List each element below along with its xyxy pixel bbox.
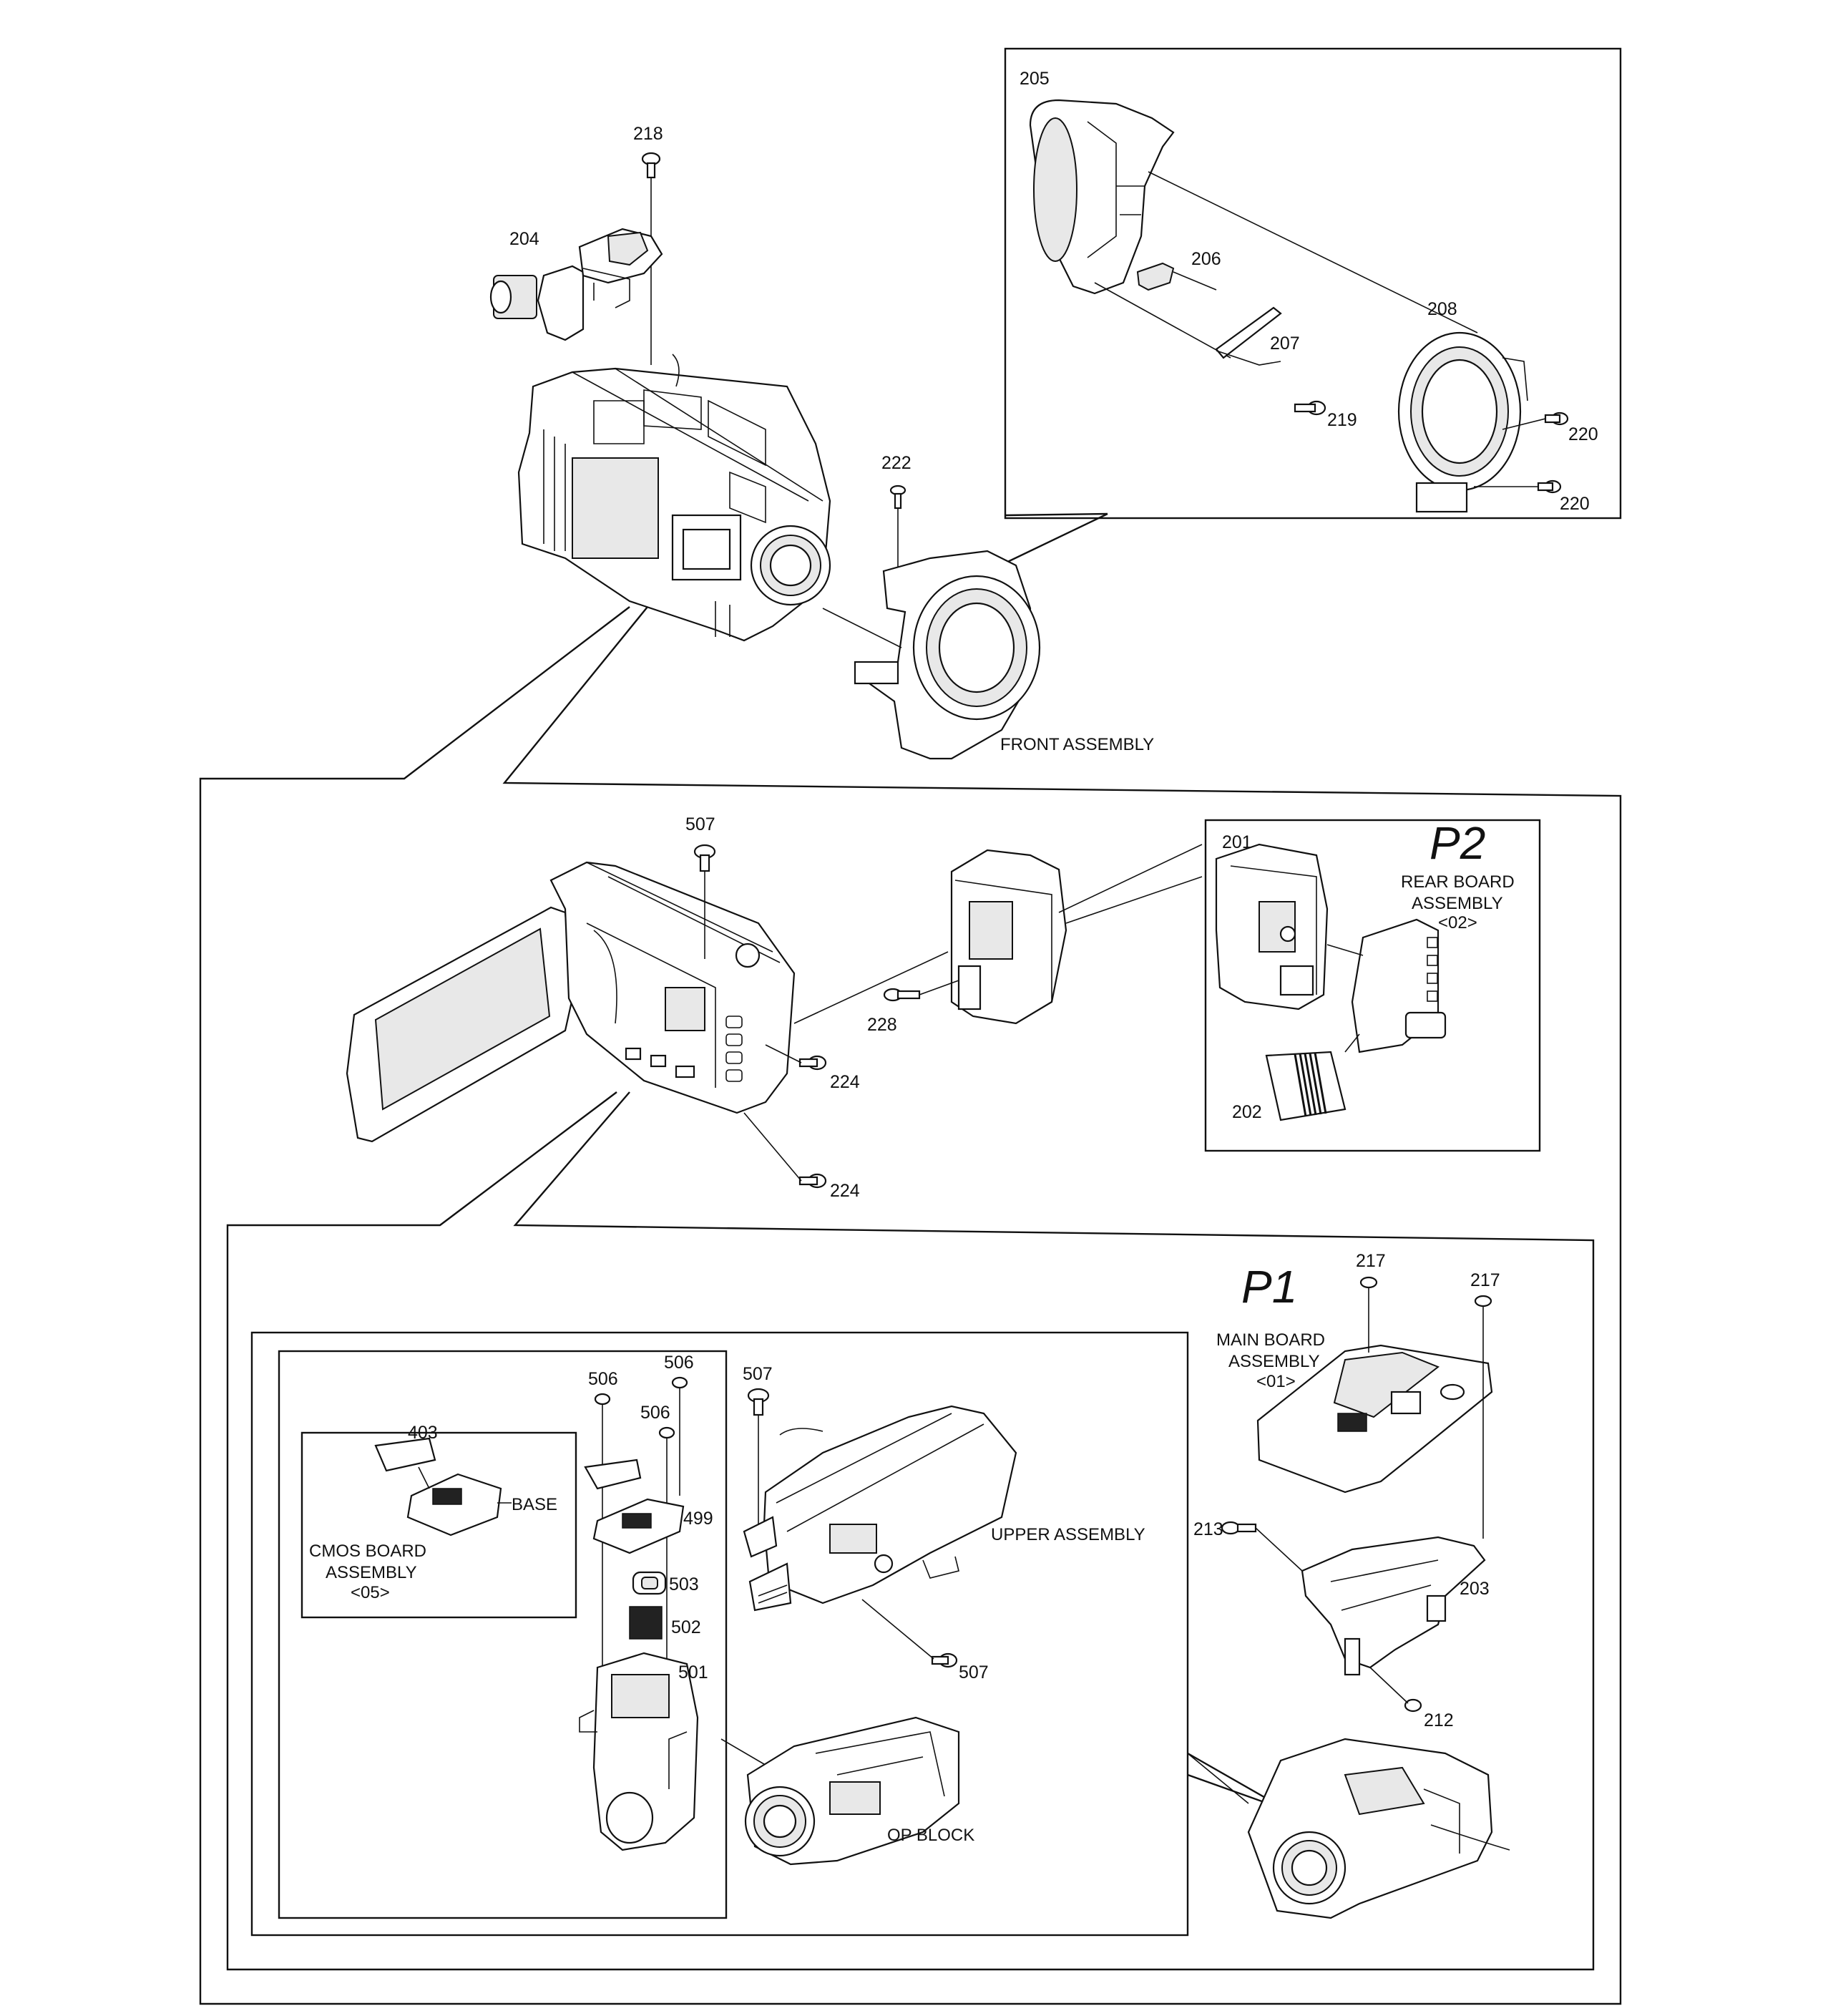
label-207: 207 [1270,333,1300,354]
camera-body-top [517,354,831,642]
label-op-block: OP BLOCK [887,1826,974,1845]
label-222: 222 [881,453,912,473]
label-224-b: 224 [830,1181,860,1201]
front-assembly-ring [822,484,1041,760]
main-board-parts [1256,1276,1493,1539]
label-204: 204 [509,229,539,249]
label-main-board-3: <01> [1256,1372,1296,1391]
label-506-a: 506 [588,1369,618,1389]
op-block-part [744,1716,960,1866]
upper-assembly-part [743,1388,1017,1668]
label-217-b: 217 [1470,1270,1500,1290]
label-507-top: 507 [685,814,715,834]
label-224-a: 224 [830,1072,860,1092]
label-main-board-1: MAIN BOARD [1216,1330,1325,1350]
label-506-c: 506 [640,1403,670,1423]
screw-218 [641,152,661,365]
cmos-inner-parts [374,1437,512,1537]
label-203: 203 [1460,1579,1490,1599]
label-rear-board-1: REAR BOARD [1401,872,1515,892]
label-228: 228 [867,1015,897,1035]
label-upper-assembly: UPPER ASSEMBLY [991,1525,1145,1544]
label-rear-board-2: ASSEMBLY [1412,894,1503,913]
label-217-a: 217 [1356,1251,1386,1271]
label-rear-board-3: <02> [1438,913,1477,932]
front-detail-callout [1000,512,1108,567]
label-499: 499 [683,1509,713,1529]
part-labels: 218 204 205 206 207 208 219 220 220 222 … [309,69,1598,1845]
label-202: 202 [1232,1102,1262,1122]
label-218: 218 [633,124,663,144]
cmos-outer-parts [579,1376,699,1851]
rear-body [346,844,949,1189]
cmos-outer-box [278,1350,728,1919]
label-cmos-2: ASSEMBLY [326,1563,417,1582]
label-201: 201 [1222,832,1252,852]
main-frame [226,1091,1595,1971]
label-501: 501 [678,1662,708,1683]
label-503: 503 [669,1574,699,1594]
label-507-mid: 507 [743,1364,773,1384]
label-213: 213 [1193,1519,1223,1539]
bracket-parts [1221,1521,1486,1713]
label-main-board-2: ASSEMBLY [1228,1352,1320,1371]
label-212: 212 [1424,1710,1454,1730]
handwritten-p1: P1 [1241,1261,1297,1313]
label-cmos-1: CMOS BOARD [309,1542,426,1561]
label-205: 205 [1020,69,1050,89]
label-front-assembly: FRONT ASSEMBLY [1000,735,1154,754]
rear-board-parts [1215,843,1447,1121]
label-219: 219 [1327,410,1357,430]
label-507-low: 507 [959,1662,989,1683]
label-base: BASE [512,1495,557,1514]
op-block-box [250,1331,1189,1937]
label-506-b: 506 [664,1353,694,1373]
label-403: 403 [408,1423,438,1443]
handwritten-p2: P2 [1429,817,1485,869]
label-220-a: 220 [1568,424,1598,444]
rear-module [883,844,1203,1025]
label-220-b: 220 [1560,494,1590,514]
rear-board-box [1204,819,1541,1152]
lower-camera-block [1187,1738,1510,1919]
label-206: 206 [1191,249,1221,269]
front-detail-box [1004,47,1622,520]
label-cmos-3: <05> [351,1583,390,1602]
part-204 [489,228,663,341]
rear-frame [199,606,1622,2005]
label-208: 208 [1427,299,1457,319]
cmos-board-box [300,1431,577,1619]
label-502: 502 [671,1617,701,1637]
front-detail-parts [1029,99,1569,513]
